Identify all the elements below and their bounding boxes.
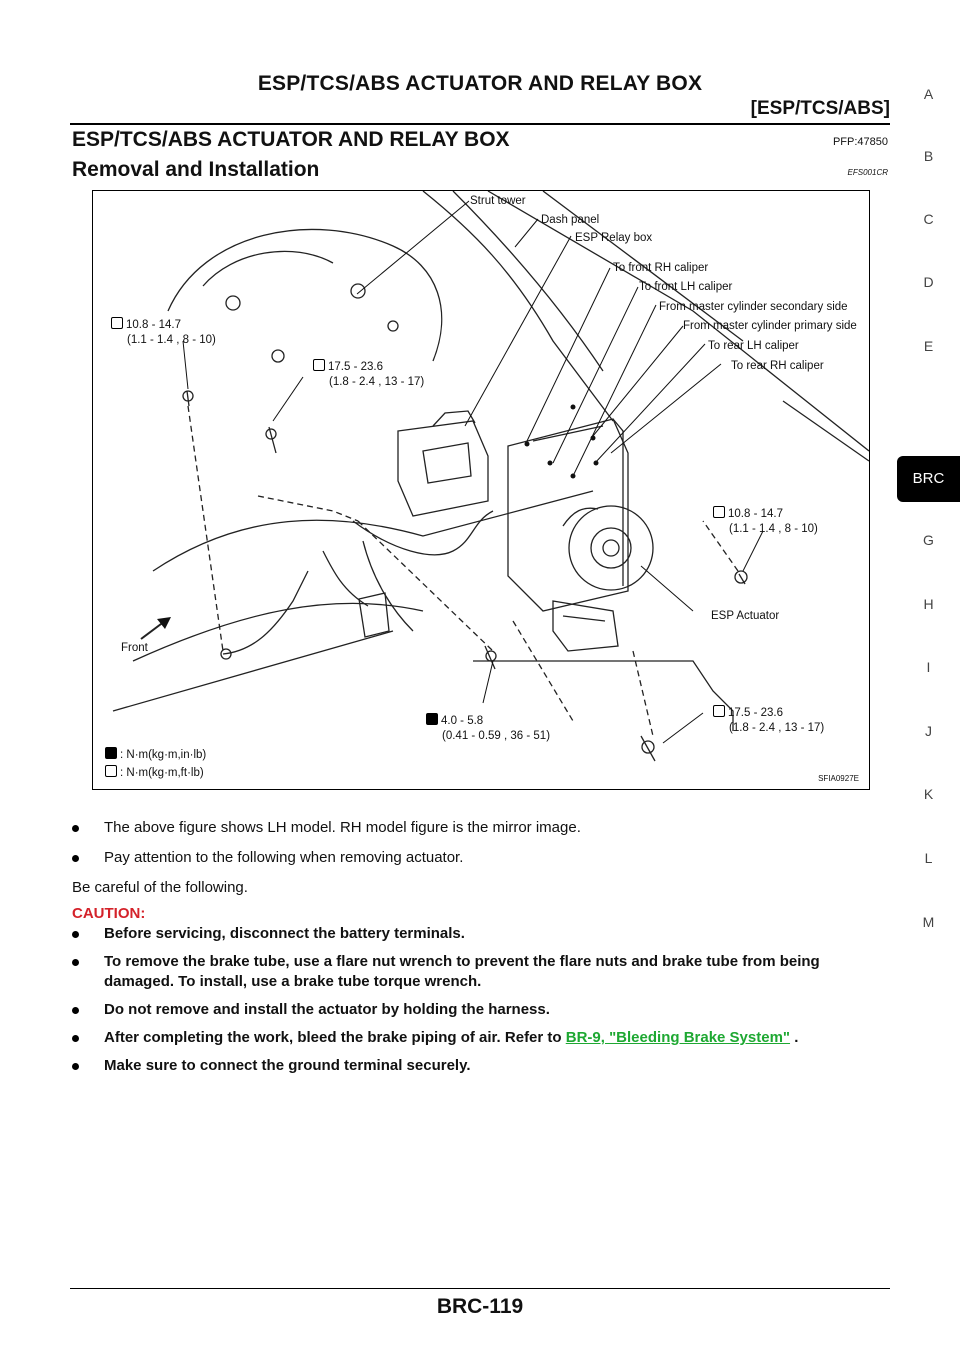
header-rule bbox=[70, 123, 890, 125]
tab-g[interactable]: G bbox=[923, 532, 934, 548]
caution-label: CAUTION: bbox=[72, 905, 146, 922]
tab-k[interactable]: K bbox=[923, 786, 934, 802]
diagram-drawing bbox=[112, 191, 869, 762]
caution-item: To remove the brake tube, use a flare nu… bbox=[72, 952, 892, 992]
tab-h[interactable]: H bbox=[923, 596, 934, 612]
tab-b[interactable]: B bbox=[923, 148, 934, 164]
section-code: PFP:47850 bbox=[832, 136, 888, 148]
torque-spec-5: 17.5 - 23.6 (1.8 - 2.4 , 13 - 17) bbox=[713, 705, 824, 736]
figure-id: SFIA0927E bbox=[818, 774, 859, 783]
torque-ftlb-icon bbox=[105, 765, 117, 777]
torque-spec-3: 10.8 - 14.7 (1.1 - 1.4 , 8 - 10) bbox=[713, 506, 818, 537]
tab-j[interactable]: J bbox=[925, 723, 932, 739]
callout-to-rear-rh: To rear RH caliper bbox=[731, 360, 824, 372]
tab-e[interactable]: E bbox=[923, 338, 934, 354]
callout-dash-panel: Dash panel bbox=[541, 214, 600, 226]
subsection-code: EFS001CR bbox=[847, 168, 888, 177]
torque-inlb-icon bbox=[105, 747, 117, 759]
torque-spec-2: 17.5 - 23.6 (1.8 - 2.4 , 13 - 17) bbox=[313, 359, 424, 390]
bullet-item: Pay attention to the following when remo… bbox=[72, 848, 892, 868]
caution-item: Make sure to connect the ground terminal… bbox=[72, 1056, 892, 1076]
caution-item: After completing the work, bleed the bra… bbox=[72, 1028, 892, 1048]
tab-brc[interactable]: BRC bbox=[897, 456, 960, 502]
torque-inlb-icon bbox=[426, 713, 438, 725]
torque-spec-4: 4.0 - 5.8 (0.41 - 0.59 , 36 - 51) bbox=[426, 713, 550, 744]
caution-item: Do not remove and install the actuator b… bbox=[72, 1000, 892, 1020]
callout-from-primary: From master cylinder primary side bbox=[683, 320, 857, 332]
tab-a[interactable]: A bbox=[923, 86, 934, 102]
subsection-title: Removal and Installation bbox=[72, 158, 320, 181]
tab-c[interactable]: C bbox=[923, 211, 934, 227]
legend-ftlb: : N·m(kg·m,ft·lb) bbox=[105, 765, 204, 781]
tab-l[interactable]: L bbox=[924, 850, 933, 866]
torque-spec-1: 10.8 - 14.7 (1.1 - 1.4 , 8 - 10) bbox=[111, 317, 216, 348]
legend-inlb: : N·m(kg·m,in·lb) bbox=[105, 747, 206, 763]
instructions: The above figure shows LH model. RH mode… bbox=[72, 818, 892, 1084]
callout-to-rear-lh: To rear LH caliper bbox=[708, 340, 799, 352]
page-number: BRC-119 bbox=[436, 1295, 524, 1318]
callout-esp-relay-box: ESP Relay box bbox=[575, 232, 653, 244]
actuator-diagram: Strut tower Dash panel ESP Relay box To … bbox=[92, 190, 870, 790]
torque-ftlb-icon bbox=[111, 317, 123, 329]
caution-list: Before servicing, disconnect the battery… bbox=[72, 924, 892, 1076]
callout-to-front-rh: To front RH caliper bbox=[613, 262, 709, 274]
page-header-title: ESP/TCS/ABS ACTUATOR AND RELAY BOX bbox=[257, 72, 703, 95]
torque-ftlb-icon bbox=[313, 359, 325, 371]
callout-to-front-lh: To front LH caliper bbox=[639, 281, 733, 293]
callout-from-secondary: From master cylinder secondary side bbox=[659, 301, 848, 313]
tab-d[interactable]: D bbox=[923, 274, 934, 290]
footer-rule bbox=[70, 1288, 890, 1289]
callout-strut-tower: Strut tower bbox=[470, 195, 526, 207]
bleeding-brake-system-link[interactable]: BR-9, "Bleeding Brake System" bbox=[565, 1029, 791, 1046]
callout-front: Front bbox=[121, 642, 148, 654]
callout-esp-actuator: ESP Actuator bbox=[711, 610, 780, 622]
torque-ftlb-icon bbox=[713, 506, 725, 518]
page-header-section: [ESP/TCS/ABS] bbox=[750, 98, 890, 119]
caution-item: Before servicing, disconnect the battery… bbox=[72, 924, 892, 944]
plain-text: Be careful of the following. bbox=[72, 879, 248, 896]
tab-i[interactable]: I bbox=[926, 659, 931, 675]
section-title: ESP/TCS/ABS ACTUATOR AND RELAY BOX bbox=[72, 128, 510, 151]
tab-m[interactable]: M bbox=[922, 914, 935, 930]
torque-ftlb-icon bbox=[713, 705, 725, 717]
bullet-item: The above figure shows LH model. RH mode… bbox=[72, 818, 892, 838]
